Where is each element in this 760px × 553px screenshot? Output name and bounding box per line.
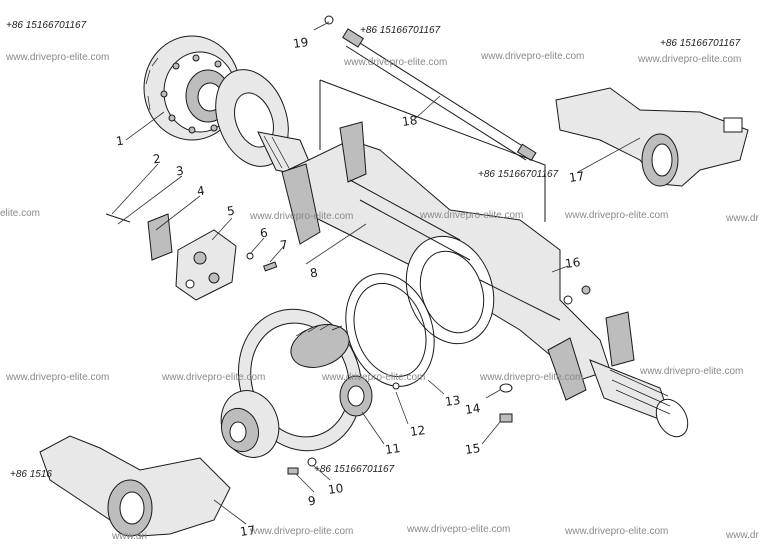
watermark: www.drivepro-elite.com [420, 210, 524, 221]
brake-caliper-5 [175, 229, 237, 301]
watermark: www.drivepro-elite.com [250, 211, 354, 222]
watermark: www.drivepro-elite.com [322, 372, 426, 383]
watermark-partial: www.dr [726, 530, 759, 541]
phone-overlay: +86 15166701167 [6, 20, 87, 31]
callout-19: 19 [292, 35, 310, 51]
callout-17-top: 17 [568, 169, 586, 185]
pin-2-3 [105, 213, 131, 223]
axle-bracket-frame [319, 79, 546, 222]
watermark: www.drivepro-elite.com [250, 526, 354, 537]
breather-16 [563, 285, 591, 305]
watermark-partial: elite.com [0, 208, 41, 219]
watermark: www.drivepro-elite.com [344, 57, 448, 68]
bolt-7 [263, 261, 278, 272]
callout-12: 12 [409, 423, 427, 439]
phone-overlay: +86 15166701167 [360, 25, 441, 36]
spring-seat-17-top [555, 87, 749, 187]
watermark: www.drivepro-elite.com [162, 372, 266, 383]
differential-carrier-11 [220, 308, 373, 458]
watermark: www.drivepro-elite.com [638, 54, 742, 65]
callout-18: 18 [401, 113, 419, 129]
watermark: www.drivepro-elite.com [481, 51, 585, 62]
watermark-partial: www.dr [726, 213, 759, 224]
watermark: www.drivepro-elite.com [407, 524, 511, 535]
half-shaft-18 [342, 28, 537, 162]
nut-12 [392, 382, 400, 390]
bolt-9 [287, 467, 299, 475]
phone-overlay: +86 15166701167 [478, 169, 559, 180]
callout-11: 11 [384, 441, 402, 457]
callout-16: 16 [564, 255, 582, 271]
phone-overlay: +86 15166701167 [660, 38, 741, 49]
phone-overlay-partial: +86 1516 [10, 469, 52, 480]
washer-6 [246, 252, 254, 260]
dust-cap-19 [324, 15, 334, 25]
washer-10 [307, 457, 317, 467]
seal-14 [499, 383, 513, 393]
callout-15: 15 [464, 441, 482, 457]
watermark: www.drivepro-elite.com [565, 526, 669, 537]
brake-pad-4 [147, 213, 173, 261]
watermark: www.drivepro-elite.com [565, 210, 669, 221]
axle-housing-8 [281, 121, 689, 438]
leader-lines [111, 21, 641, 525]
watermark: www.drivepro-elite.com [6, 52, 110, 63]
spring-seat-17-bottom [39, 435, 231, 537]
watermark: www.drivepro-elite.com [480, 372, 584, 383]
watermark-partial: www.dri [112, 531, 148, 542]
plug-15 [499, 413, 513, 423]
callout-13: 13 [444, 393, 462, 409]
watermark: www.drivepro-elite.com [640, 366, 744, 377]
phone-overlay: +86 15166701167 [314, 464, 395, 475]
gasket-13 [345, 273, 435, 387]
watermark: www.drivepro-elite.com [6, 372, 110, 383]
callout-14: 14 [464, 401, 482, 417]
callout-10: 10 [327, 481, 345, 497]
